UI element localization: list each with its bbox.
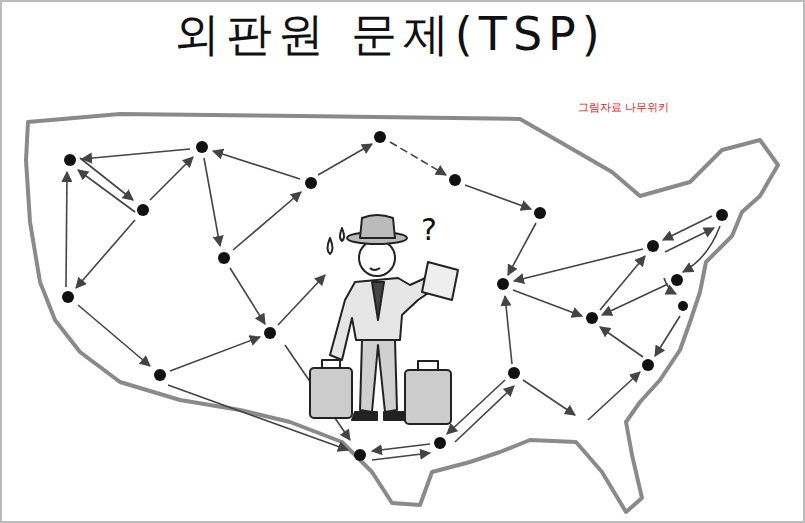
route-arrow — [665, 228, 714, 252]
city-dot — [678, 301, 688, 311]
route-arrow — [82, 149, 190, 159]
city-dot — [716, 209, 728, 221]
route-arrow — [455, 386, 514, 442]
route-arrow — [523, 380, 575, 415]
route-arrow — [683, 226, 720, 272]
city-dot — [64, 154, 76, 166]
route-arrow — [508, 223, 536, 275]
source-note: 그림자료 나무위키 — [578, 100, 670, 115]
city-dot — [534, 207, 546, 219]
city-dot — [62, 291, 74, 303]
salesman-shoe — [352, 412, 377, 420]
route-arrow — [213, 151, 300, 179]
route-arrow — [600, 327, 643, 357]
city-dot — [434, 437, 446, 449]
route-arrow — [170, 337, 260, 371]
sweat-drop — [328, 238, 333, 254]
route-arrow — [278, 275, 325, 325]
route-arrow — [602, 284, 668, 315]
question-mark: ? — [421, 212, 437, 247]
route-arrow — [150, 157, 193, 200]
route-arrow — [76, 220, 135, 288]
route-arrow — [233, 192, 301, 250]
route-arrow — [447, 380, 505, 434]
suitcase-handle — [418, 361, 438, 370]
salesman-paper — [422, 262, 458, 300]
city-dot — [449, 174, 461, 186]
salesman-head — [359, 240, 395, 276]
suitcase — [310, 368, 352, 418]
route-arrow — [80, 158, 133, 200]
city-dot — [354, 449, 366, 461]
route-arrow — [372, 453, 430, 460]
salesman-legs — [360, 340, 397, 412]
route-arrow — [78, 305, 150, 366]
city-dot — [218, 252, 230, 264]
city-dot — [671, 274, 683, 286]
route-arrow — [390, 142, 446, 175]
route-arrow — [513, 290, 582, 316]
city-dot — [154, 369, 166, 381]
salesman-tie — [372, 282, 384, 320]
usa-outline — [26, 114, 778, 512]
route-arrows — [66, 142, 720, 460]
salesman-hat — [360, 215, 395, 238]
suitcase-handle — [322, 360, 340, 368]
city-dot — [264, 327, 276, 339]
route-arrow — [505, 296, 512, 364]
route-arrow — [66, 172, 67, 287]
route-arrow — [663, 216, 712, 240]
suitcase — [405, 370, 451, 424]
city-dot — [642, 359, 654, 371]
city-dot — [497, 278, 509, 290]
page-title: 외판원 문제(TSP) — [110, 4, 670, 66]
route-arrow — [514, 249, 643, 281]
route-arrow — [372, 444, 430, 451]
city-dots — [62, 131, 728, 461]
city-dot — [196, 141, 208, 153]
city-dot — [508, 367, 520, 379]
salesman-mouth — [370, 268, 380, 270]
route-arrow — [600, 256, 645, 310]
route-arrow — [318, 144, 372, 175]
city-dot — [137, 204, 149, 216]
city-dot — [586, 312, 598, 324]
city-dot — [374, 131, 386, 143]
city-dot — [305, 177, 317, 189]
city-dot — [647, 240, 659, 252]
route-arrow — [230, 268, 265, 324]
route-arrow — [588, 372, 640, 420]
route-arrow — [78, 170, 135, 212]
route-arrow — [204, 158, 220, 246]
route-arrow — [655, 316, 680, 356]
route-arrow — [465, 185, 531, 209]
sweat-drop — [340, 228, 344, 241]
